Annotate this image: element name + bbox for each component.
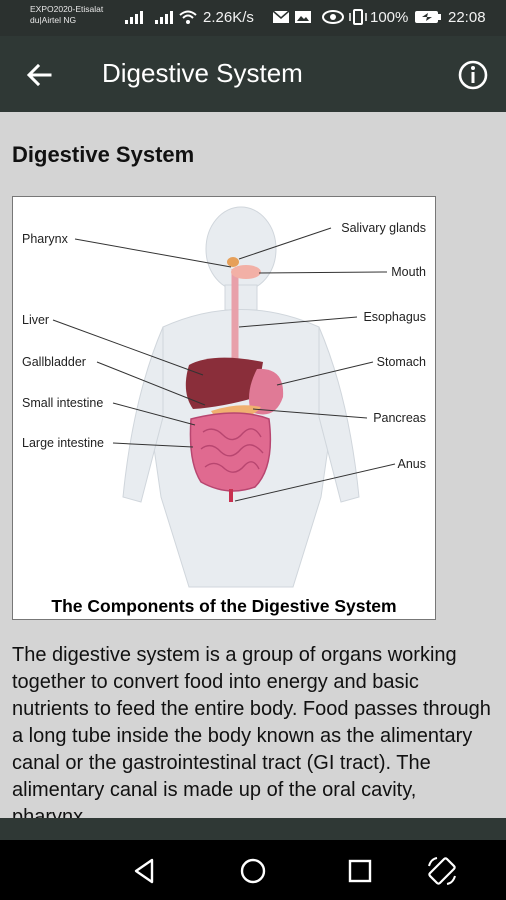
rotate-icon[interactable] (425, 854, 459, 888)
signal-icon-2 (155, 11, 173, 24)
clock: 22:08 (448, 9, 486, 26)
carrier-line2: du|Airtel NG (30, 15, 77, 25)
content-area[interactable]: Digestive System (0, 112, 506, 818)
vibrate-icon (349, 9, 367, 25)
label-anus: Anus (398, 457, 427, 471)
page-heading: Digestive System (12, 142, 195, 167)
app-bar: Digestive System (0, 36, 506, 112)
image-icon (295, 11, 311, 23)
eye-icon (322, 10, 344, 24)
carrier-line1: EXPO2020-Etisalat (30, 4, 104, 14)
system-nav-bar (0, 840, 506, 900)
carrier-info: EXPO2020-Etisalat du|Airtel NG (30, 4, 103, 26)
label-mouth: Mouth (391, 265, 426, 279)
label-pharynx: Pharynx (22, 232, 69, 246)
stomach-shape (249, 368, 284, 415)
label-small-intestine: Small intestine (22, 396, 103, 410)
status-bar: EXPO2020-Etisalat du|Airtel NG 2.26K/s 1… (0, 0, 506, 36)
digestive-system-figure: Pharynx Liver Gallbladder Small intestin… (12, 196, 436, 620)
label-gallbladder: Gallbladder (22, 355, 86, 369)
mouth-shape (231, 265, 261, 279)
intestines-shape (189, 412, 272, 492)
label-pancreas: Pancreas (373, 411, 426, 425)
wifi-icon (179, 10, 197, 24)
mail-icon (272, 10, 290, 23)
info-icon[interactable] (456, 58, 490, 92)
label-stomach: Stomach (377, 355, 426, 369)
label-salivary-glands: Salivary glands (341, 221, 426, 235)
recents-square-icon[interactable] (343, 854, 377, 888)
battery-percent: 100% (370, 9, 409, 26)
bottom-strip (0, 818, 506, 840)
description-paragraph: The digestive system is a group of organ… (12, 644, 491, 818)
label-liver: Liver (22, 313, 49, 327)
salivary-shape (227, 257, 239, 267)
arrow-back-icon[interactable] (22, 58, 56, 92)
label-large-intestine: Large intestine (22, 436, 104, 450)
signal-icon (125, 11, 143, 24)
battery-icon (415, 11, 441, 23)
digestive-diagram: Pharynx Liver Gallbladder Small intestin… (22, 206, 427, 588)
liver-shape (185, 357, 263, 409)
app-title: Digestive System (102, 58, 303, 88)
label-esophagus: Esophagus (363, 310, 426, 324)
network-speed: 2.26K/s (203, 9, 254, 26)
home-circle-icon[interactable] (236, 854, 270, 888)
figure-caption: The Components of the Digestive System (51, 596, 397, 616)
back-triangle-icon[interactable] (128, 854, 162, 888)
